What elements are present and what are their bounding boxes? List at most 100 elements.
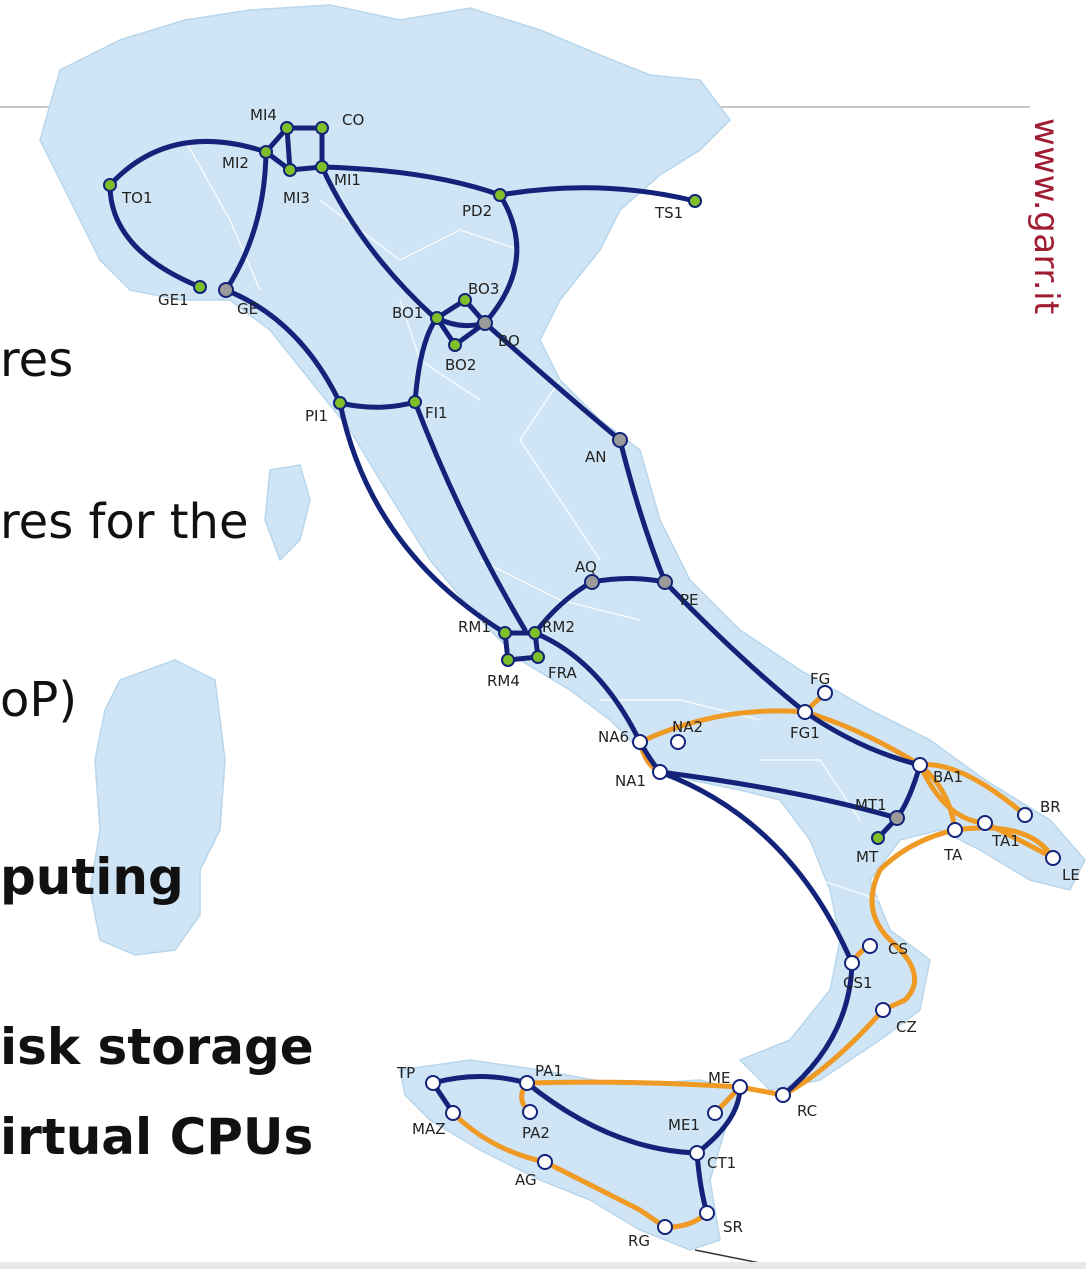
- node-bo1: [430, 311, 444, 325]
- label-ge1: GE1: [158, 291, 189, 309]
- node-co: [315, 121, 329, 135]
- node-rm4: [501, 653, 515, 667]
- label-mi2: MI2: [222, 154, 249, 172]
- node-bo2: [448, 338, 462, 352]
- node-mt1: [889, 810, 905, 826]
- node-pe: [657, 574, 673, 590]
- label-bo: BO: [498, 332, 520, 350]
- node-to1: [103, 178, 117, 192]
- node-ag: [537, 1154, 553, 1170]
- label-cs1: CS1: [843, 974, 873, 992]
- label-cz: CZ: [896, 1018, 917, 1036]
- label-ag: AG: [515, 1171, 537, 1189]
- node-cs: [862, 938, 878, 954]
- node-me: [732, 1079, 748, 1095]
- node-cz: [875, 1002, 891, 1018]
- label-bo2: BO2: [445, 356, 476, 374]
- node-rg: [657, 1219, 673, 1235]
- label-fi1: FI1: [425, 404, 448, 422]
- label-ta1: TA1: [991, 832, 1020, 850]
- slide-text-line-6: irtual CPUs: [0, 1108, 314, 1166]
- node-br: [1017, 807, 1033, 823]
- label-pd2: PD2: [462, 202, 492, 220]
- label-ta: TA: [943, 846, 963, 864]
- node-cs1: [844, 955, 860, 971]
- node-ts1: [688, 194, 702, 208]
- label-rc: RC: [797, 1102, 817, 1120]
- label-rm1: RM1: [458, 618, 491, 636]
- label-br: BR: [1040, 798, 1061, 816]
- label-fg: FG: [810, 670, 830, 688]
- corsica-shape: [264, 464, 311, 562]
- node-na2: [670, 734, 686, 750]
- label-pe: PE: [680, 591, 699, 609]
- node-mi3: [283, 163, 297, 177]
- label-sr: SR: [723, 1218, 743, 1236]
- label-pa1: PA1: [535, 1062, 563, 1080]
- label-me1: ME1: [668, 1116, 700, 1134]
- label-rm2: RM2: [542, 618, 575, 636]
- node-pa1: [519, 1075, 535, 1091]
- label-bo3: BO3: [468, 280, 499, 298]
- label-aq: AQ: [575, 558, 597, 576]
- node-ge1: [193, 280, 207, 294]
- label-co: CO: [342, 111, 364, 129]
- label-rg: RG: [628, 1232, 650, 1250]
- sardinia-shape: [89, 659, 226, 956]
- node-ta: [947, 822, 963, 838]
- slide-text-line-3: oP): [0, 672, 78, 728]
- node-pa2: [522, 1104, 538, 1120]
- slide-bottom-edge: [0, 1262, 1086, 1269]
- node-fg: [817, 685, 833, 701]
- node-maz: [445, 1105, 461, 1121]
- slide-text-line-1: res: [0, 332, 74, 388]
- label-na6: NA6: [598, 728, 629, 746]
- label-fra: FRA: [548, 664, 577, 682]
- node-sr: [699, 1205, 715, 1221]
- label-ba1: BA1: [933, 768, 963, 786]
- label-bo1: BO1: [392, 304, 423, 322]
- node-me1: [707, 1105, 723, 1121]
- node-labels: MI4 CO MI2 MI1 MI3 TO1 PD2 TS1 GE1 GE BO…: [121, 106, 1080, 1250]
- label-na2: NA2: [672, 718, 703, 736]
- label-na1: NA1: [615, 772, 646, 790]
- node-rm2: [528, 626, 542, 640]
- node-an: [612, 432, 628, 448]
- slide-text-line-5: isk storage: [0, 1018, 314, 1076]
- label-pa2: PA2: [522, 1124, 550, 1142]
- label-rm4: RM4: [487, 672, 520, 690]
- label-tp: TP: [396, 1064, 415, 1082]
- label-mi1: MI1: [334, 171, 361, 189]
- node-ct1: [689, 1145, 705, 1161]
- label-mt: MT: [856, 848, 879, 866]
- node-ba1: [912, 757, 928, 773]
- node-mi1: [315, 160, 329, 174]
- label-mi3: MI3: [283, 189, 310, 207]
- node-rm1: [498, 626, 512, 640]
- mainland-shape: [39, 4, 1086, 1091]
- label-ts1: TS1: [654, 204, 683, 222]
- node-pd2: [493, 188, 507, 202]
- label-ge: GE: [237, 300, 258, 318]
- node-fi1: [408, 395, 422, 409]
- italy-landmass: [39, 4, 1086, 1251]
- node-tp: [425, 1075, 441, 1091]
- node-mt: [871, 831, 885, 845]
- label-le: LE: [1062, 866, 1080, 884]
- node-na6: [632, 734, 648, 750]
- slide-text-line-4: puting: [0, 848, 184, 906]
- label-maz: MAZ: [412, 1120, 445, 1138]
- label-an: AN: [585, 448, 606, 466]
- label-me: ME: [708, 1069, 730, 1087]
- node-fra: [531, 650, 545, 664]
- label-pi1: PI1: [305, 407, 328, 425]
- node-mi4: [280, 121, 294, 135]
- slide-text-line-2: res for the: [0, 494, 249, 550]
- label-to1: TO1: [121, 189, 153, 207]
- garr-url-link[interactable]: www.garr.it: [1026, 118, 1066, 315]
- node-na1: [652, 764, 668, 780]
- node-mi2: [259, 145, 273, 159]
- node-le: [1045, 850, 1061, 866]
- node-bo: [477, 315, 493, 331]
